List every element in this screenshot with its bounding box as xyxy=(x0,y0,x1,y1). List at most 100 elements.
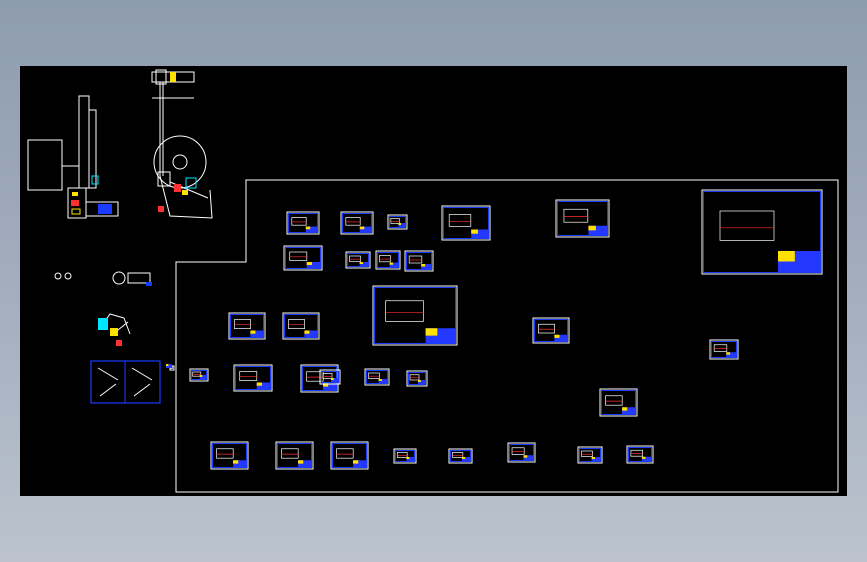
drawing-sheet-frame[interactable] xyxy=(406,370,428,387)
sheet-title-mark xyxy=(421,264,426,267)
drawing-sheet-frame[interactable] xyxy=(286,211,320,235)
drawing-sheet-frame[interactable] xyxy=(404,250,434,272)
sheet-title-mark xyxy=(389,262,393,265)
sheet-inner-border xyxy=(628,447,652,462)
sheet-outer-border xyxy=(701,189,823,275)
sheet-part-outline xyxy=(630,449,643,457)
sheet-inner-border xyxy=(321,371,339,383)
drawing-sheet-frame[interactable] xyxy=(275,441,314,470)
sheet-inner-border xyxy=(534,319,568,342)
sheet-title-block xyxy=(421,264,431,269)
drawing-sheet-frame[interactable] xyxy=(372,285,458,346)
drawing-sheet-frame[interactable] xyxy=(345,251,371,269)
sheet-part-outline xyxy=(345,217,361,226)
sheet-title-block xyxy=(398,223,405,227)
sheet-outer-border xyxy=(448,448,473,464)
sheet-outer-border xyxy=(406,370,428,387)
sheet-title-block xyxy=(166,364,172,368)
sheet-part-outline xyxy=(379,255,391,263)
sheet-inner-border xyxy=(366,370,388,384)
sheet-inner-border xyxy=(579,448,601,462)
sheet-part-outline xyxy=(538,323,555,334)
sheet-inner-border xyxy=(288,213,318,233)
drawing-sheet-frame[interactable] xyxy=(375,250,401,270)
cad-drawing[interactable] xyxy=(20,66,847,496)
drawing-sheet-frame[interactable] xyxy=(626,445,654,464)
drawing-sheet-frame[interactable] xyxy=(189,368,209,382)
sheet-title-mark xyxy=(523,455,528,458)
sheet-title-block xyxy=(305,226,317,232)
drawing-sheet-frame[interactable] xyxy=(319,369,341,385)
sheet-title-mark xyxy=(406,457,410,459)
sheet-inner-border xyxy=(703,191,821,273)
drawing-sheet-frame[interactable] xyxy=(210,441,249,470)
sheet-outer-border xyxy=(393,448,417,464)
sheet-title-block xyxy=(378,379,387,383)
sheet-outer-border xyxy=(340,211,374,235)
sheet-part-outline xyxy=(409,374,420,381)
sheet-title-mark xyxy=(359,262,363,264)
sheet-outer-border xyxy=(404,250,434,272)
sheet-title-mark xyxy=(588,225,596,231)
sheet-outer-border xyxy=(626,445,654,464)
sheet-inner-border xyxy=(235,366,271,390)
sheet-part-outline xyxy=(234,319,251,329)
sheet-part-outline xyxy=(336,448,354,459)
sheet-inner-border xyxy=(408,372,426,385)
drawing-sheet-frame[interactable] xyxy=(387,214,408,230)
drawing-sheet-frame[interactable] xyxy=(282,312,320,340)
sheet-title-block xyxy=(250,330,263,337)
sheet-inner-border xyxy=(389,216,406,228)
sheet-part-outline xyxy=(713,344,728,352)
sheet-title-mark xyxy=(323,383,329,387)
drawing-sheet-frame[interactable] xyxy=(701,189,823,275)
drawing-sheet-frame[interactable] xyxy=(577,446,603,464)
drawing-sheet-frame[interactable] xyxy=(532,317,570,344)
drawing-sheet-frame[interactable] xyxy=(228,312,266,340)
sheet-inner-border xyxy=(377,252,399,268)
drawing-sheet-frame[interactable] xyxy=(233,364,273,392)
sheet-outer-border xyxy=(319,369,341,385)
drawing-sheet-frame[interactable] xyxy=(330,441,369,470)
sheet-title-block xyxy=(591,457,600,461)
sheet-title-block xyxy=(323,383,336,390)
sheet-inner-border xyxy=(406,252,432,270)
drawing-sheet-frame[interactable] xyxy=(340,211,374,235)
sheet-title-mark xyxy=(554,334,560,338)
sheet-part-outline xyxy=(719,210,775,241)
sheet-title-block xyxy=(471,229,488,238)
sheet-part-outline xyxy=(448,214,472,227)
drawing-sheet-frame[interactable] xyxy=(283,245,323,271)
sheet-title-mark xyxy=(304,330,310,334)
sheet-inner-border xyxy=(332,443,367,468)
drawing-sheet-frame[interactable] xyxy=(599,388,638,417)
sheet-inner-border xyxy=(230,314,264,338)
drawing-sheet-frame[interactable] xyxy=(555,199,610,238)
sheet-outer-border xyxy=(233,364,273,392)
sheet-inner-border xyxy=(509,444,534,461)
drawing-sheet-frame[interactable] xyxy=(393,448,417,464)
sheet-inner-border xyxy=(374,287,456,344)
sheet-outer-border xyxy=(372,285,458,346)
drawing-sheet-frame[interactable] xyxy=(448,448,473,464)
sheet-title-block xyxy=(199,375,206,379)
sheet-outer-border xyxy=(286,211,320,235)
sheet-inner-border xyxy=(443,207,489,239)
sheet-inner-border xyxy=(557,201,608,236)
sheet-title-block xyxy=(406,457,414,461)
sheet-title-mark xyxy=(591,457,595,459)
sheet-part-outline xyxy=(563,208,589,223)
cad-model-space[interactable] xyxy=(20,66,847,496)
detail-pair-frames xyxy=(90,360,161,404)
sheet-outer-border xyxy=(375,250,401,270)
sheet-outer-border xyxy=(441,205,491,241)
drawing-sheet-frame[interactable] xyxy=(166,364,175,371)
drawing-sheet-frame[interactable] xyxy=(441,205,491,241)
sheet-title-block xyxy=(233,460,246,467)
drawing-sheet-frame[interactable] xyxy=(364,368,390,386)
drawing-sheet-frame[interactable] xyxy=(507,442,536,463)
sheet-inner-border xyxy=(212,443,247,468)
drawing-sheet-frame[interactable] xyxy=(709,339,739,360)
sheet-inner-border xyxy=(277,443,312,468)
sheet-title-mark xyxy=(418,380,421,382)
